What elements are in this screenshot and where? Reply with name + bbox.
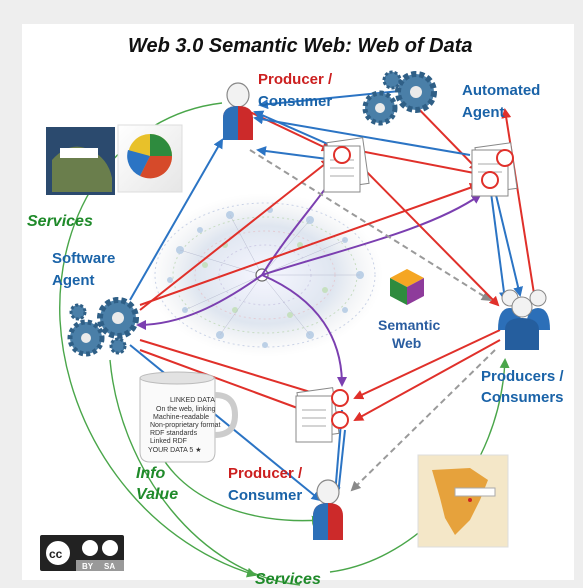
producers-consumers-label-2: Consumers bbox=[481, 389, 564, 406]
gears-icon-automated-agent bbox=[362, 70, 437, 126]
red-arrows bbox=[139, 99, 536, 422]
license-by: BY bbox=[82, 562, 94, 571]
mug-text-2: On the web, linking bbox=[156, 406, 216, 413]
greece-map-thumbnail bbox=[417, 454, 509, 548]
cc-text: cc bbox=[49, 547, 63, 561]
info-value-label-2: Value bbox=[136, 486, 178, 503]
producers-consumers-label-1: Producers / bbox=[481, 368, 564, 385]
mug-text-5: RDF standards bbox=[150, 430, 198, 437]
cc-license-badge: cc BY SA bbox=[40, 535, 124, 571]
person-icon-top bbox=[223, 82, 253, 140]
mug-text-7: YOUR DATA 5 ★ bbox=[148, 446, 201, 454]
producer-consumer-bottom-label-2: Consumer bbox=[228, 487, 302, 504]
services-left-label: Services bbox=[27, 213, 93, 230]
mug-text-6: Linked RDF bbox=[150, 438, 187, 445]
producer-consumer-top-label-2: Consumer bbox=[258, 93, 332, 110]
gears-icon-software-agent bbox=[67, 297, 139, 357]
automated-agent-label-1: Automated bbox=[462, 82, 540, 99]
document-icon-bottom-center bbox=[295, 387, 349, 443]
person-icon-bottom bbox=[313, 479, 343, 540]
diagram-title: Web 3.0 Semantic Web: Web of Data bbox=[128, 35, 473, 57]
people-group-icon bbox=[498, 289, 550, 350]
by-icon bbox=[82, 540, 98, 556]
automated-agent-label-2: Agent bbox=[462, 104, 505, 121]
semantic-web-cube-logo bbox=[390, 269, 424, 305]
document-icon-top-center bbox=[323, 137, 370, 193]
services-bottom-label: Services bbox=[255, 571, 321, 588]
mug-text-4: Non-proprietary format bbox=[150, 422, 220, 429]
software-agent-label-1: Software bbox=[52, 250, 115, 267]
producer-consumer-bottom-label-1: Producer / bbox=[228, 465, 303, 482]
mug-text-1: LINKED DATA bbox=[170, 397, 215, 404]
software-agent-label-2: Agent bbox=[52, 272, 95, 289]
info-value-label-1: Info bbox=[136, 465, 166, 482]
license-sa: SA bbox=[104, 562, 115, 571]
map-thumbnail bbox=[46, 127, 115, 195]
linked-data-mug: LINKED DATA On the web, linking Machine-… bbox=[139, 371, 239, 463]
semantic-web-logo-line-2: Web bbox=[392, 335, 421, 351]
semantic-web-logo-line-1: Semantic bbox=[378, 317, 440, 333]
mug-text-3: Machine-readable bbox=[153, 414, 209, 421]
document-icon-right bbox=[471, 142, 518, 197]
producer-consumer-top-label-1: Producer / bbox=[258, 71, 333, 88]
pie-chart-thumbnail bbox=[117, 124, 183, 193]
sa-icon bbox=[102, 540, 118, 556]
grey-dashed-arrows bbox=[249, 149, 496, 492]
